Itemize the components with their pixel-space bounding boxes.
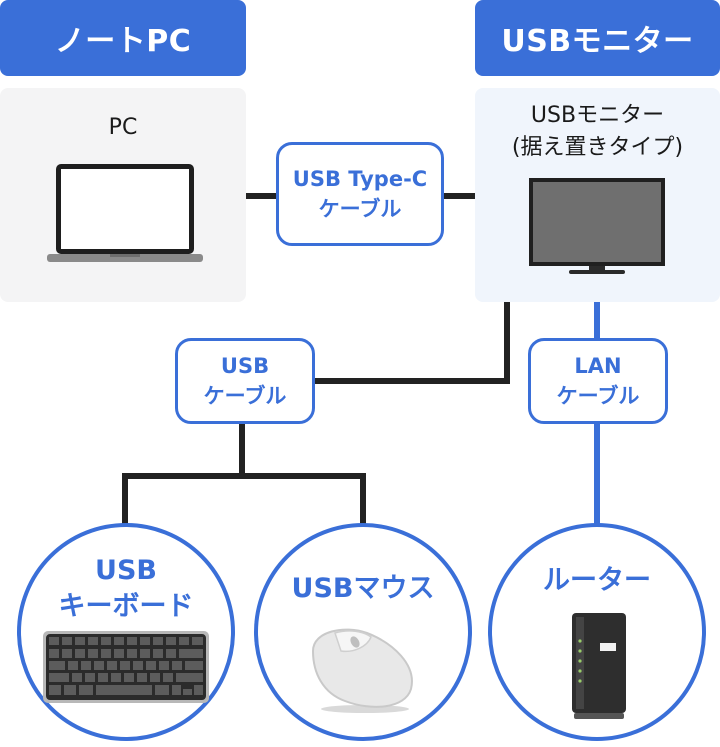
usb-cable-line1: USB: [220, 354, 270, 378]
wire-lan-to-router: [594, 422, 600, 530]
pc-panel: PC: [0, 88, 246, 302]
pc-title: PC: [108, 115, 138, 140]
wire-to-mouse: [360, 473, 366, 527]
wire-typec-to-monitor: [440, 193, 475, 199]
wire-usb-cable-down: [239, 422, 245, 474]
monitor-panel: USBモニター (据え置きタイプ): [475, 88, 720, 302]
lan-cable-line1: LAN: [574, 354, 622, 378]
lan-cable-label: LAN ケーブル: [528, 338, 668, 424]
wire-split-horizontal: [122, 473, 366, 479]
header-usb-monitor: USBモニター: [475, 0, 720, 76]
wire-monitor-down: [504, 302, 510, 384]
usb-cable-line2: ケーブル: [203, 384, 287, 408]
keyboard-icon: [43, 631, 209, 703]
usb-typec-cable-label: USB Type-C ケーブル: [276, 142, 444, 246]
router-circle: ルーター: [488, 523, 706, 741]
mouse-circle: USBマウス: [254, 523, 472, 741]
header-usb-monitor-label: USBモニター: [501, 24, 694, 59]
wire-monitor-to-lan: [594, 302, 600, 342]
typec-line2: ケーブル: [318, 197, 402, 221]
router-line1: ルーター: [543, 565, 651, 596]
monitor-title-line1: USBモニター: [530, 103, 665, 128]
keyboard-line2: キーボード: [58, 591, 194, 622]
mouse-icon: [311, 628, 413, 713]
router-icon: [572, 613, 626, 719]
usb-cable-label: USB ケーブル: [175, 338, 315, 424]
typec-line1: USB Type-C: [292, 167, 428, 191]
header-notebook-pc-label: ノートPC: [54, 24, 192, 59]
wire-to-keyboard: [122, 473, 128, 527]
keyboard-line1: USB: [95, 555, 157, 586]
wire-to-usb-cable: [310, 378, 510, 384]
keyboard-circle: USB キーボード: [17, 523, 235, 741]
laptop-icon: [47, 164, 203, 262]
mouse-line1: USBマウス: [291, 573, 435, 604]
monitor-icon: [529, 178, 665, 274]
header-notebook-pc: ノートPC: [0, 0, 246, 76]
wire-pc-to-typec: [246, 193, 280, 199]
lan-cable-line2: ケーブル: [556, 384, 640, 408]
monitor-title-line2: (据え置きタイプ): [511, 135, 684, 160]
